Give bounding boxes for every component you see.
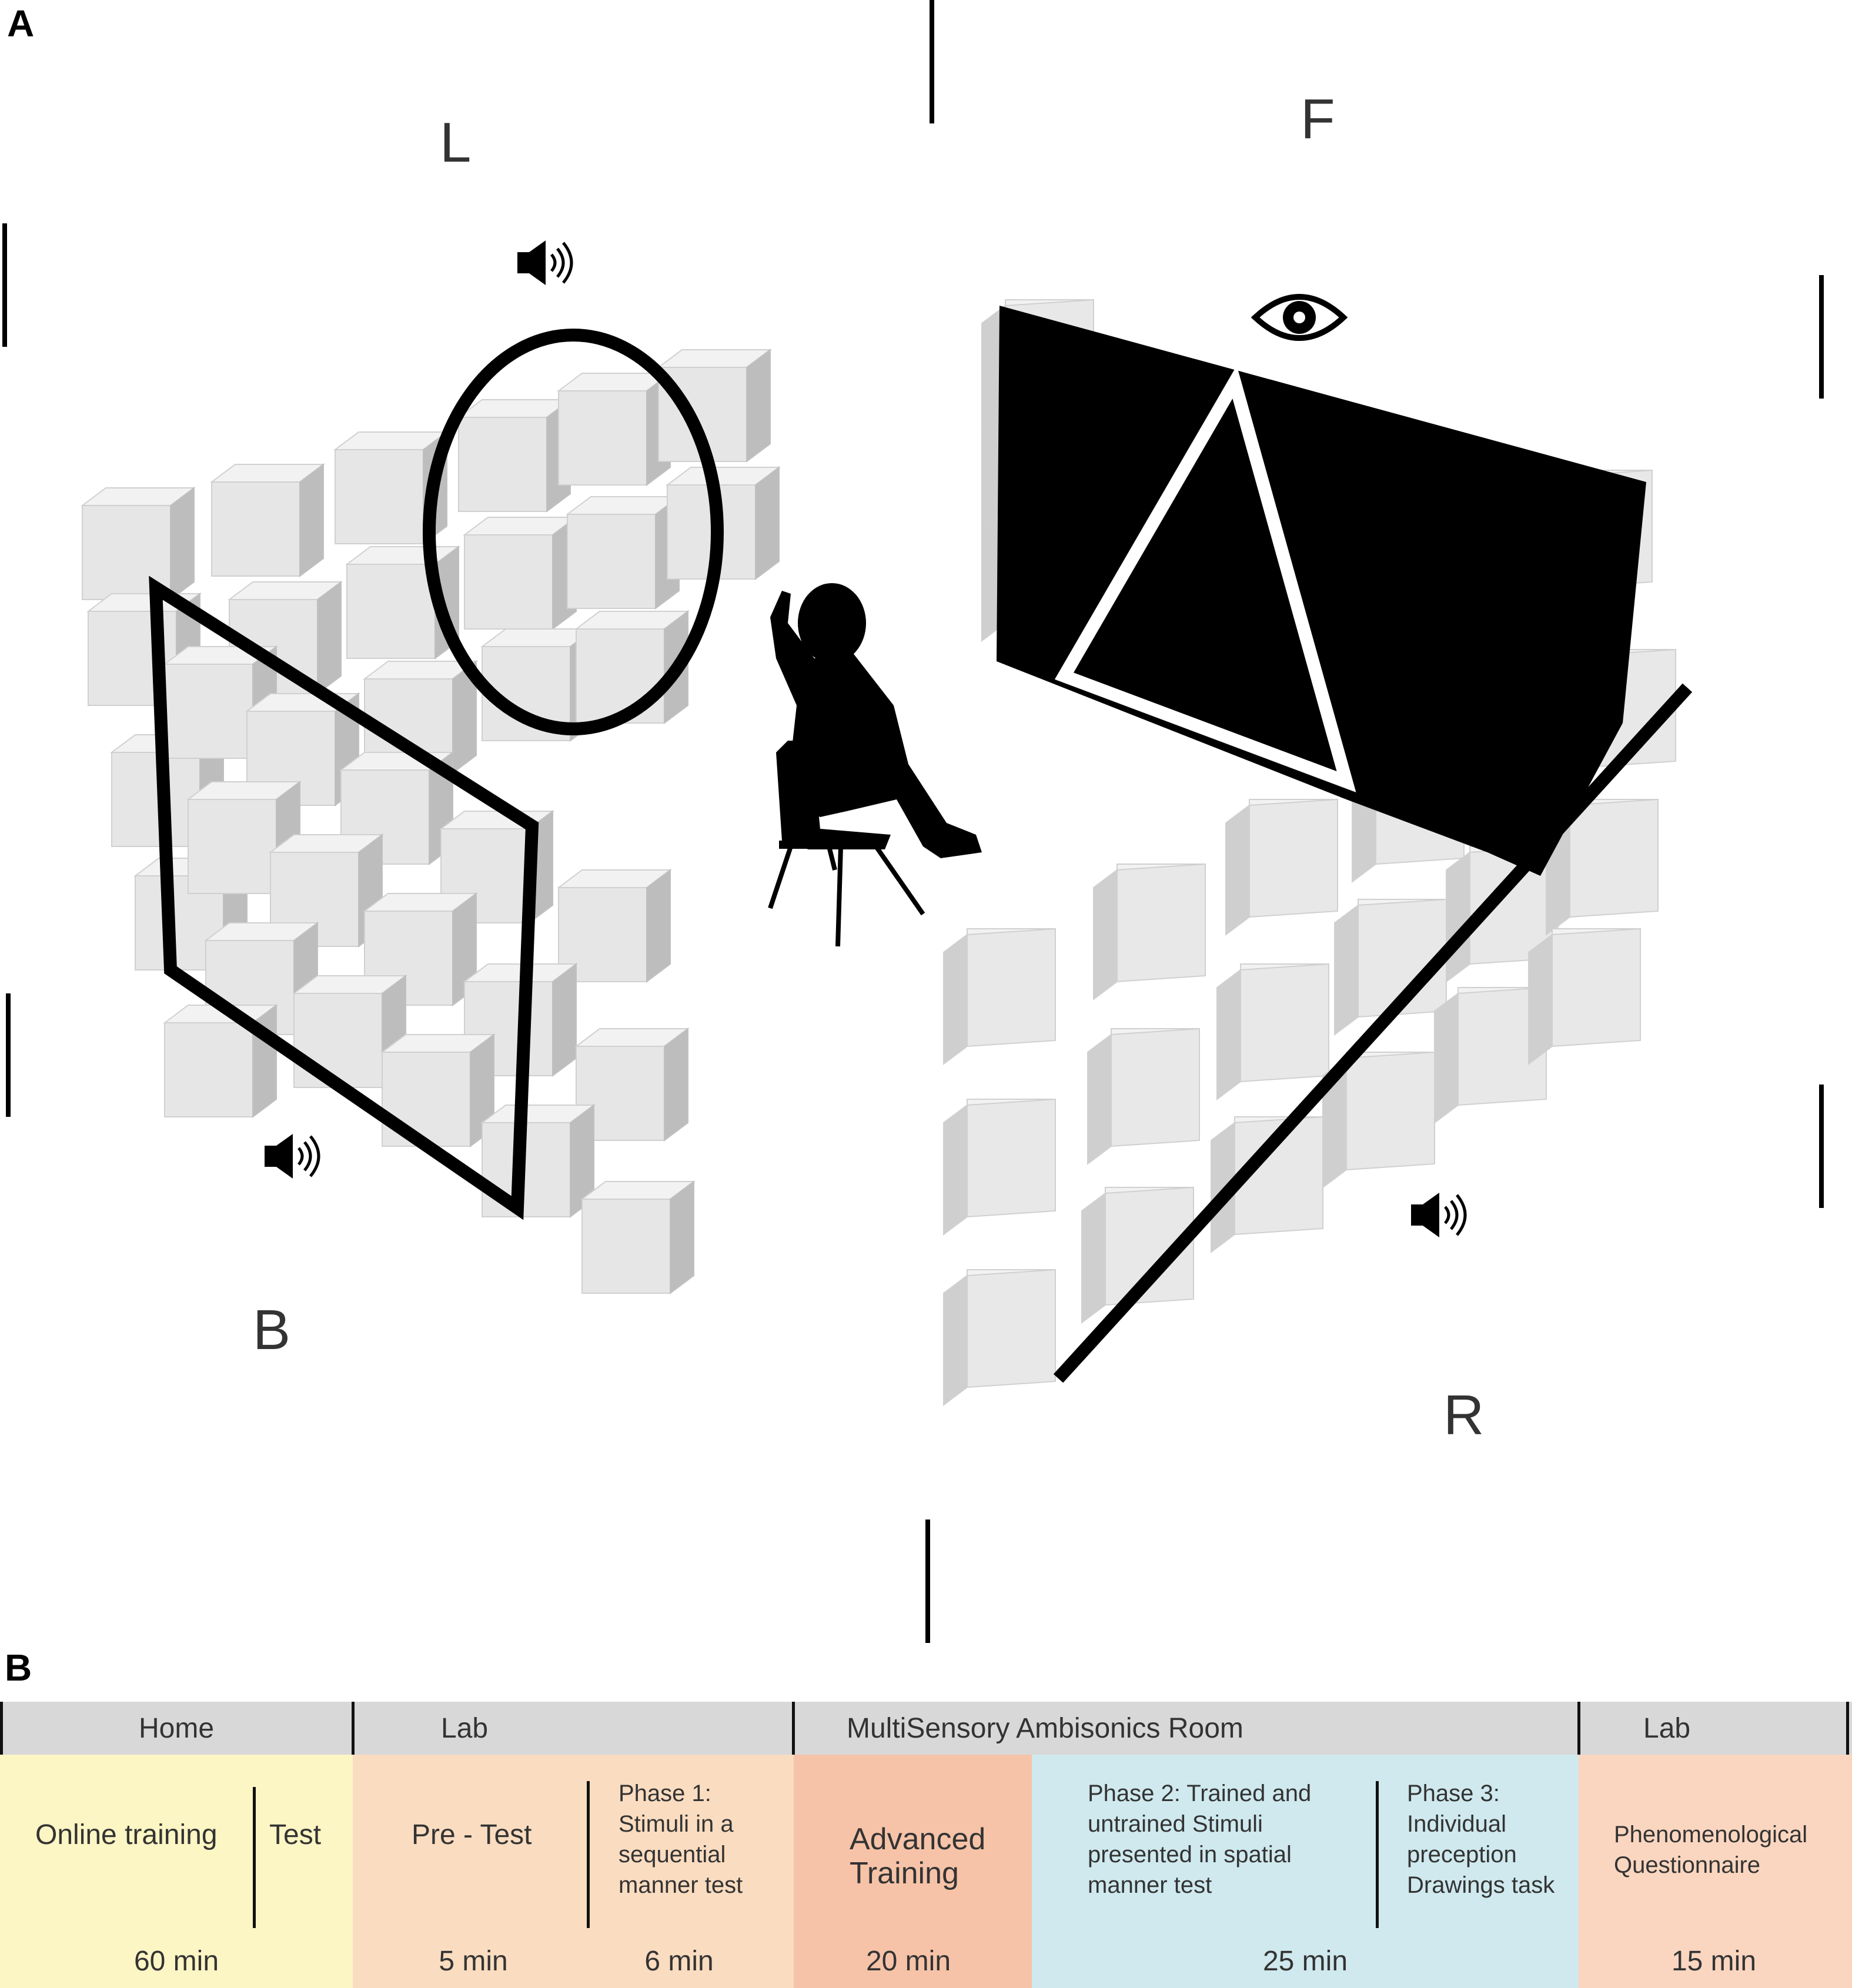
speaker-icon xyxy=(517,240,573,285)
location-label: MultiSensory Ambisonics Room xyxy=(847,1712,1243,1744)
stage-online-training: Online training xyxy=(35,1819,218,1850)
stage-pre-test: Pre - Test xyxy=(412,1819,532,1850)
location-label: Lab xyxy=(441,1712,489,1744)
stage-phase1: Phase 1: Stimuli in a sequential manner … xyxy=(619,1781,743,1898)
chair-legs xyxy=(768,845,925,947)
band-divider xyxy=(0,1702,3,1755)
stage-divider xyxy=(253,1787,256,1928)
duration-advanced: 20 min xyxy=(865,1946,951,1977)
wall-label-left: L xyxy=(440,111,471,174)
stage-divider xyxy=(1376,1781,1379,1928)
guide-marks xyxy=(2,0,1824,1643)
panel-b-timeline: Home Lab MultiSensory Ambisonics Room La… xyxy=(0,1702,1852,1988)
speaker-icon xyxy=(1411,1193,1467,1237)
location-lab: Lab xyxy=(353,1702,794,1755)
band-divider xyxy=(1577,1702,1580,1755)
stage-advanced-training: Advanced Training xyxy=(850,1822,986,1891)
speaker-icon xyxy=(265,1134,320,1179)
band-divider xyxy=(1846,1702,1849,1755)
line-stimulus xyxy=(1053,683,1693,1383)
wall-label-back: B xyxy=(253,1298,290,1361)
duration-questionnaire: 15 min xyxy=(1671,1946,1757,1977)
circle-stimulus xyxy=(423,329,724,735)
stage-divider xyxy=(587,1781,590,1928)
duration-home: 60 min xyxy=(133,1946,219,1977)
panel-a-scene: A L F B R xyxy=(2,0,1824,1643)
stage-test: Test xyxy=(269,1819,322,1850)
duration-pre-test: 5 min xyxy=(439,1946,508,1977)
home-block: Online training Test 60 min xyxy=(0,1755,353,1988)
panel-b-label: B xyxy=(5,1646,32,1689)
stage-phase2: Phase 2: Trained and untrained Stimuli p… xyxy=(1088,1781,1312,1898)
location-label: Home xyxy=(138,1712,215,1744)
wall-label-right: R xyxy=(1443,1384,1484,1447)
location-ambisonics-room: MultiSensory Ambisonics Room xyxy=(794,1702,1579,1755)
rectangle-stimulus xyxy=(149,575,539,1220)
band-divider xyxy=(352,1702,355,1755)
stimulus-shapes xyxy=(149,329,1693,1383)
stage-phase3: Phase 3: Individual preception Drawings … xyxy=(1407,1781,1555,1898)
duration-phase1: 6 min xyxy=(644,1946,714,1977)
wall-label-front: F xyxy=(1301,88,1335,150)
front-screen xyxy=(997,306,1646,876)
advanced-training-block: Advanced Training 20 min xyxy=(794,1755,1032,1988)
questionnaire-block: Phenomenological Questionnaire 15 min xyxy=(1579,1755,1852,1988)
location-home: Home xyxy=(0,1702,353,1755)
stage-questionnaire: Phenomenological Questionnaire xyxy=(1614,1822,1808,1878)
duration-phase2-3: 25 min xyxy=(1262,1946,1348,1977)
eye-icon xyxy=(1251,294,1348,341)
panel-a-label: A xyxy=(7,2,34,45)
room-phases-block: Phase 2: Trained and untrained Stimuli p… xyxy=(1032,1755,1579,1988)
person-silhouette xyxy=(770,583,982,858)
band-divider xyxy=(792,1702,795,1755)
location-lab-final: Lab xyxy=(1579,1702,1852,1755)
lab-block: Pre - Test 5 min Phase 1: Stimuli in a s… xyxy=(353,1755,794,1988)
location-label: Lab xyxy=(1643,1712,1691,1744)
